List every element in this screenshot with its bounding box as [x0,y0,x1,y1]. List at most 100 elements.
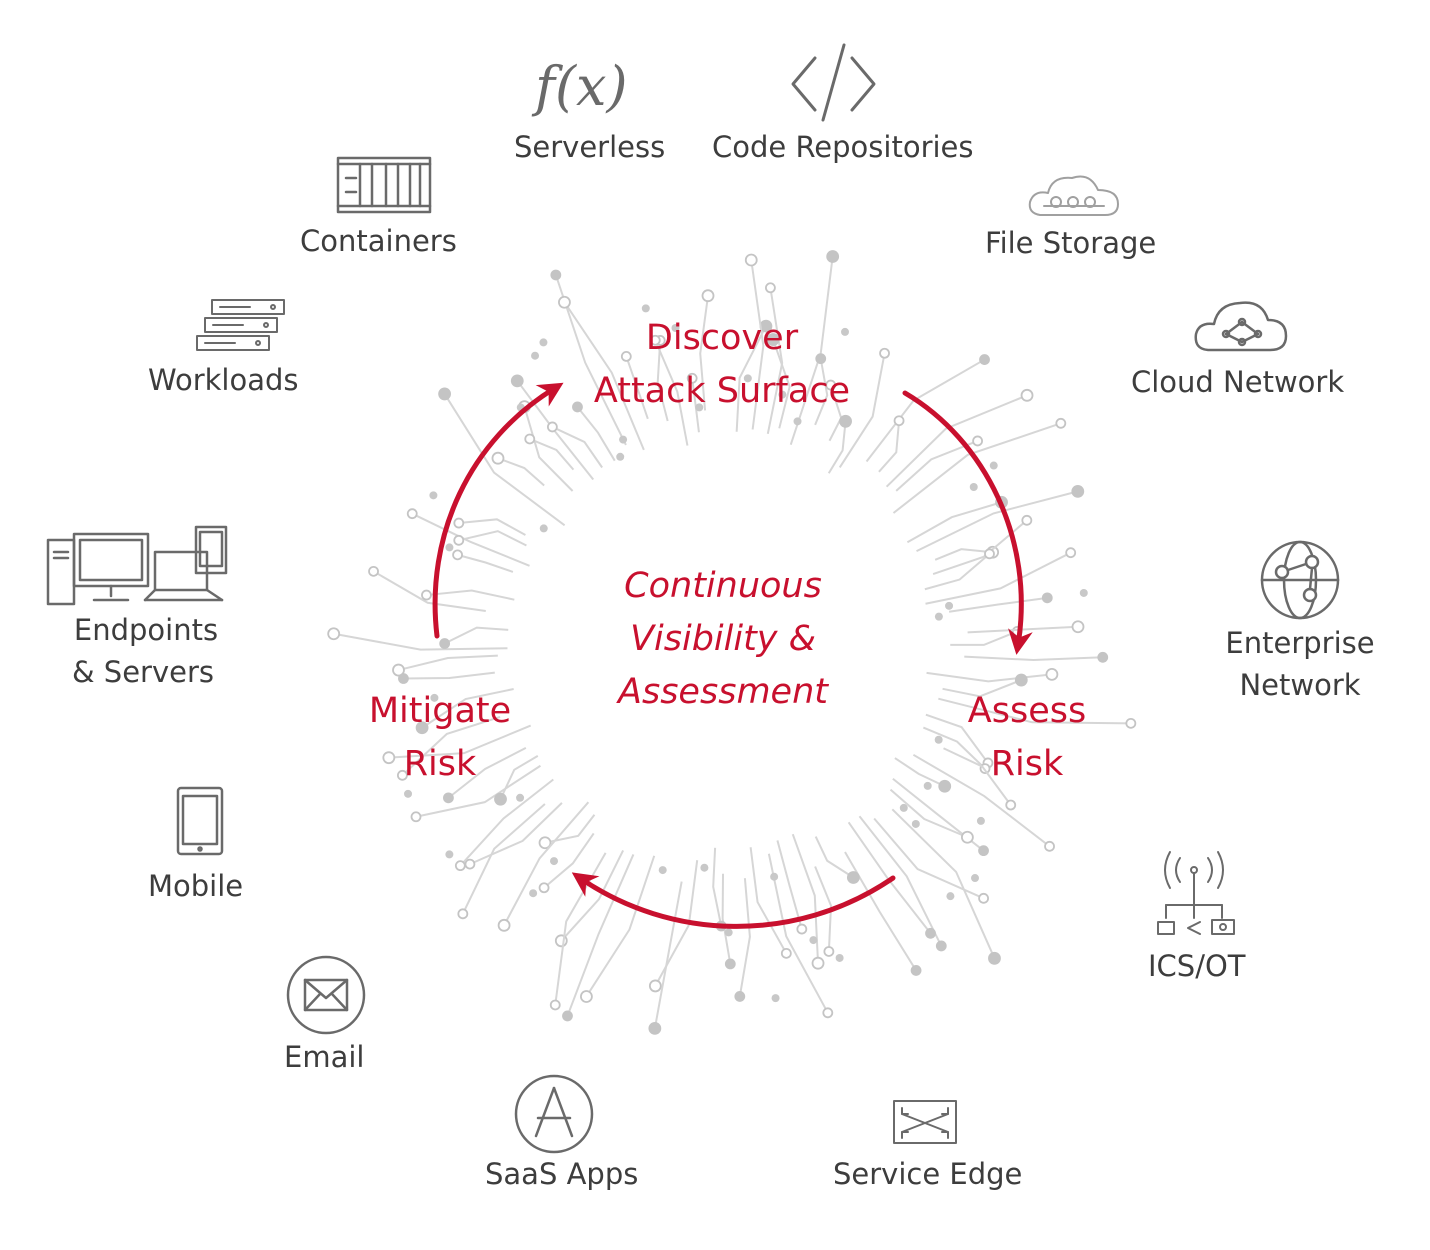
circuit-trace [447,747,527,799]
circuit-trace [411,512,530,567]
circuit-node [734,991,746,1002]
circuit-node [1021,514,1033,526]
arrow-assess-to-mitigate [571,872,896,929]
circuit-trace [699,295,709,411]
circuit-node [524,433,536,445]
circuit-node [392,663,405,677]
circuit-trace [885,394,1028,488]
circuit-node [989,461,998,470]
circuit-node [893,415,905,427]
endpoints-label-line1: Endpoints [73,613,219,647]
circuit-node [438,387,451,401]
workloads-label: Workloads [148,363,299,397]
circuit-trace [858,815,943,947]
circuit-node [969,483,978,492]
circuit-node [531,351,540,360]
circuit-node [686,372,698,384]
circuit-node [572,401,583,413]
circuit-node [494,792,507,806]
circuit-node [934,735,943,744]
circuit-trace [894,757,946,788]
circuit-trace [503,801,590,926]
circuit-node [846,871,860,884]
circuit-node [550,269,562,281]
circuit-trace [943,747,1012,806]
circuit-node [648,979,662,993]
circuit-node [516,793,525,802]
circuit-node [1045,667,1059,681]
circuit-trace [906,501,1002,544]
cloud-storage-icon [1028,175,1119,216]
circuit-trace [814,358,829,426]
circuit-node [368,565,379,577]
circuit-node [778,390,787,399]
shipping-container-icon [336,156,432,214]
switch-arrows-icon [893,1100,957,1144]
circuit-trace [469,802,563,866]
circuit-trace [938,697,1131,725]
circuit-trace [776,840,803,930]
circuit-node [671,323,680,332]
circuit-trace [421,688,514,729]
circuit-trace [653,881,683,1029]
industrial-antenna-icon [1157,851,1235,935]
tablet-icon [176,786,224,856]
circuit-trace [895,440,978,492]
circuit-node [960,830,974,844]
ics-ot-label: ICS/OT [1148,949,1246,983]
circuit-trace [458,530,527,547]
circuit-node [1041,592,1053,604]
circuit-node [879,347,890,359]
circuit-trace [543,832,595,889]
circuit-trace [398,654,498,672]
circuit-trace [333,632,508,651]
circuit-node [641,304,650,313]
assess-label-line1: Assess [967,691,1087,731]
circuit-node [823,946,835,957]
center-label-line2: Visibility & [630,619,816,659]
circuit-trace [458,518,526,536]
circuit-node [1055,417,1067,429]
circuit-node [938,779,952,793]
circuit-node [562,1010,573,1022]
circuit-trace [772,339,791,429]
circuit-trace [948,596,1048,613]
center-label-line3: Assessment [618,672,828,712]
server-stack-icon [196,299,285,351]
discover-label-line1: Discover [645,318,799,358]
arrow-mitigate-to-discover [432,382,564,639]
circuit-trace [873,817,985,900]
circuit-trace [844,851,917,971]
service-edge-label: Service Edge [833,1157,1023,1191]
circuit-node [796,923,808,935]
circuit-trace [566,854,635,1017]
circuit-node [700,863,709,872]
circuit-trace [625,356,649,420]
circuit-trace [691,378,700,433]
circuit-node [825,379,837,391]
circuit-node [620,350,632,362]
circuit-node [793,417,802,426]
globe-network-icon [1260,540,1340,620]
circuit-node [382,751,396,765]
circuit-trace [712,847,723,927]
circuit-trace [388,724,532,759]
circuit-node [649,334,661,346]
circuit-node [429,491,438,500]
circuit-node [978,845,989,857]
circuit-node [822,1007,834,1019]
circuit-node [1071,484,1085,498]
arrow-discover-to-assess [902,390,1033,655]
circuit-node [841,327,850,336]
circuit-node [839,414,852,428]
envelope-icon [286,955,366,1035]
circuit-node [445,543,454,552]
circuit-trace [721,873,732,965]
circuit-node [539,338,548,347]
circuit-trace [750,259,765,430]
enterprise-network-label-line1: Enterprise [1225,626,1375,660]
circuit-node [899,803,908,812]
enterprise-network-label-line2: Network [1239,668,1361,702]
circuit-node [619,435,628,444]
circuit-trace [735,325,767,432]
